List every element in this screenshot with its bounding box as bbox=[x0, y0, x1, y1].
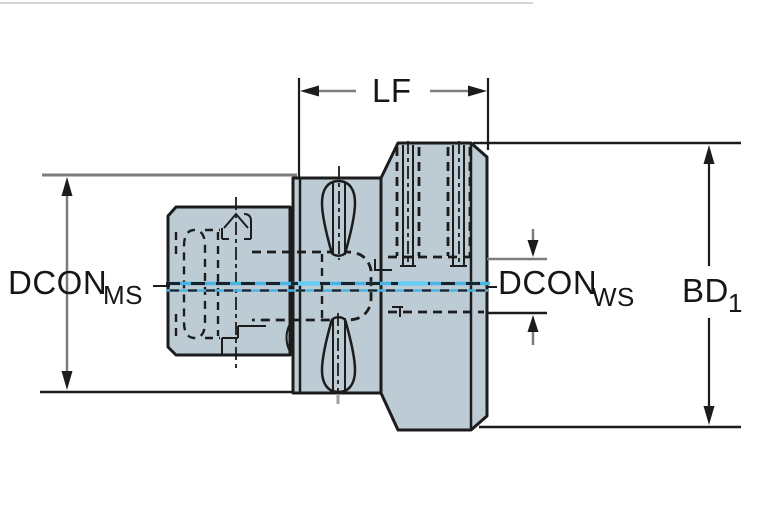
arrow-right-icon bbox=[468, 85, 487, 97]
dimension-bd1: BD 1 bbox=[473, 141, 743, 429]
hidden-detail bbox=[174, 197, 484, 371]
flange-section bbox=[379, 141, 489, 432]
fillet-arc bbox=[285, 317, 295, 359]
dcon-ws-label: DCON bbox=[498, 264, 597, 301]
centerline bbox=[153, 281, 497, 292]
arrow-left-icon bbox=[300, 85, 319, 97]
adapter-body bbox=[166, 141, 489, 432]
left-coupling-section bbox=[166, 205, 292, 357]
dcon-ms-subscript: MS bbox=[103, 280, 143, 310]
mounting-hole-left bbox=[395, 141, 421, 267]
arrow-down-icon bbox=[527, 240, 539, 257]
arrow-down-icon bbox=[703, 406, 715, 425]
step-detail-line bbox=[374, 259, 392, 271]
bd1-subscript: 1 bbox=[728, 288, 743, 318]
dimension-dcon-ws: DCON WS bbox=[487, 229, 635, 345]
dimension-lf: LF bbox=[297, 72, 490, 178]
arrow-up-icon bbox=[703, 145, 715, 164]
bd1-label: BD bbox=[682, 272, 729, 309]
arrow-up-icon bbox=[527, 315, 539, 332]
pin-detail-line bbox=[243, 213, 252, 239]
dcon-ws-subscript: WS bbox=[592, 282, 635, 312]
bottom-clamp-slot bbox=[320, 313, 357, 404]
dimension-dcon-ms: DCON MS bbox=[8, 173, 297, 394]
top-clamp-slot bbox=[320, 166, 357, 260]
pin-detail bbox=[223, 212, 249, 229]
arrow-up-icon bbox=[61, 177, 73, 196]
hidden-bore-outline bbox=[182, 228, 207, 340]
dcon-ms-label: DCON bbox=[8, 264, 107, 301]
hidden-profile-outline bbox=[252, 250, 373, 322]
arrow-down-icon bbox=[61, 371, 73, 390]
lf-label: LF bbox=[372, 72, 412, 109]
mounting-hole-right bbox=[446, 141, 472, 267]
